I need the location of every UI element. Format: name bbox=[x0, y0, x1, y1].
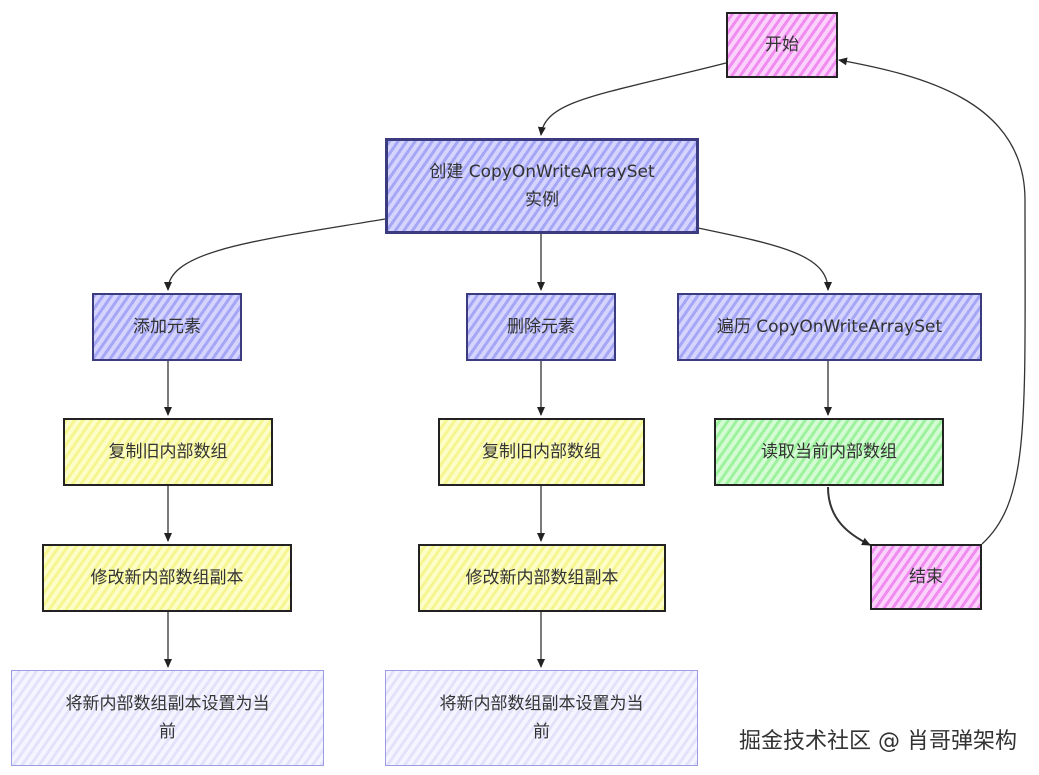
node-copy-mid: 复制旧内部数组 bbox=[438, 418, 645, 486]
node-start-label: 开始 bbox=[765, 35, 799, 55]
node-copy-mid-label: 复制旧内部数组 bbox=[482, 442, 601, 462]
edge-start-create bbox=[537, 62, 727, 136]
node-iterate-label: 遍历 CopyOnWriteArraySet bbox=[716, 317, 943, 337]
node-set-mid: 将新内部数组副本设置为当 前 bbox=[385, 670, 698, 766]
node-set-left-label-1: 将新内部数组副本设置为当 bbox=[65, 694, 270, 714]
node-end-label: 结束 bbox=[909, 567, 943, 587]
edge-end-start bbox=[838, 57, 1026, 545]
node-iterate: 遍历 CopyOnWriteArraySet bbox=[677, 293, 982, 361]
node-set-mid-label-1: 将新内部数组副本设置为当 bbox=[439, 694, 644, 714]
node-create-instance: 创建 CopyOnWriteArraySet 实例 bbox=[385, 138, 699, 234]
node-remove-element: 删除元素 bbox=[466, 293, 616, 361]
node-create-label-2: 实例 bbox=[525, 190, 559, 210]
node-start: 开始 bbox=[726, 12, 838, 78]
edge-create-iterate bbox=[697, 227, 832, 291]
node-add-element: 添加元素 bbox=[92, 293, 242, 361]
node-modify-left: 修改新内部数组副本 bbox=[42, 544, 292, 612]
node-read-array: 读取当前内部数组 bbox=[714, 418, 944, 486]
node-set-mid-label-2: 前 bbox=[533, 722, 550, 742]
node-create-label-1: 创建 CopyOnWriteArraySet bbox=[429, 162, 655, 182]
node-add-label: 添加元素 bbox=[133, 317, 201, 337]
node-remove-label: 删除元素 bbox=[507, 317, 575, 337]
watermark: 掘金技术社区 @ 肖哥弹架构 bbox=[739, 729, 1017, 754]
node-modify-mid-label: 修改新内部数组副本 bbox=[465, 568, 619, 588]
node-copy-left: 复制旧内部数组 bbox=[63, 418, 273, 486]
edge-create-add bbox=[164, 218, 386, 291]
node-set-left: 将新内部数组副本设置为当 前 bbox=[11, 670, 324, 766]
node-modify-left-label: 修改新内部数组副本 bbox=[90, 568, 244, 588]
node-copy-left-label: 复制旧内部数组 bbox=[108, 442, 228, 462]
node-set-left-label-2: 前 bbox=[159, 722, 176, 742]
node-modify-mid: 修改新内部数组副本 bbox=[418, 544, 666, 612]
edge-read-end bbox=[827, 486, 871, 546]
node-end: 结束 bbox=[870, 544, 982, 610]
node-read-label: 读取当前内部数组 bbox=[761, 442, 897, 462]
